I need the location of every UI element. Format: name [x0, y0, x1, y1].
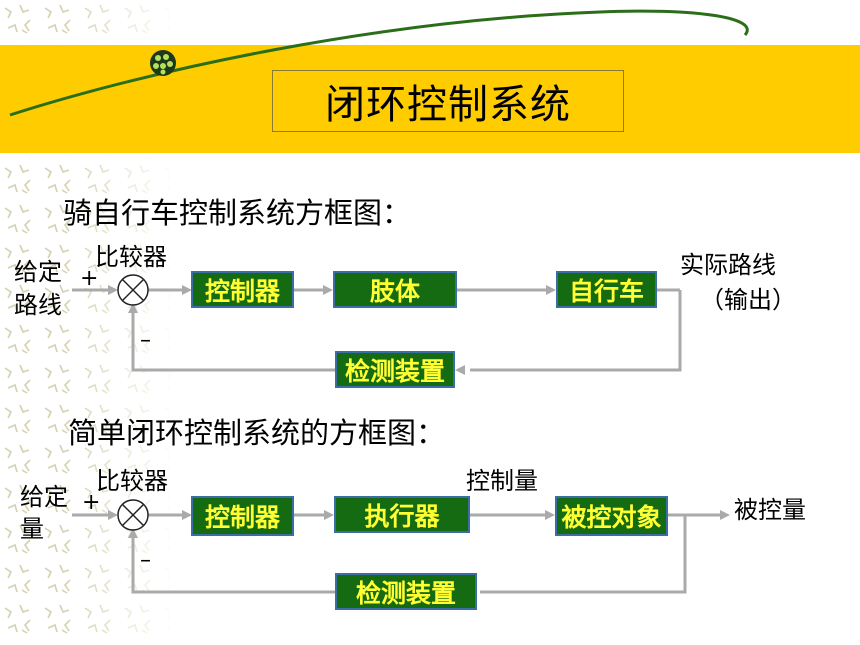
section1-minus-sign: – [140, 328, 151, 353]
section1-input-label-line2: 路线 [14, 291, 62, 319]
section2-plus-sign: + [82, 490, 101, 515]
section2-input-label-line1: 给定 [20, 483, 68, 511]
comparator2-icon [117, 499, 149, 531]
feedback-sensor-block-2: 检测装置 [335, 573, 477, 610]
slide-title: 闭环控制系统 [325, 82, 571, 128]
diagram2-arrowheads [108, 510, 730, 538]
section1-output-label-line2: （输出） [700, 286, 796, 314]
diagram2-connectors [72, 513, 722, 594]
section2-comparator-label: 比较器 [96, 467, 168, 495]
section1-output-label-line1: 实际路线 [680, 251, 776, 279]
controlled-object-block: 被控对象 [555, 496, 668, 536]
control-variable-label: 控制量 [466, 467, 538, 495]
section2-input-label-line2: 量 [20, 515, 44, 543]
section1-heading: 骑自行车控制系统方框图： [63, 196, 412, 230]
section1-plus-sign: + [80, 266, 99, 291]
section2-heading: 简单闭环控制系统的方框图： [68, 416, 446, 450]
section1-comparator-label: 比较器 [95, 243, 167, 271]
controlled-variable-label: 被控量 [734, 496, 806, 524]
slide-title-box: 闭环控制系统 [272, 70, 624, 132]
feedback-sensor-block-1: 检测装置 [335, 351, 455, 388]
limb-block: 肢体 [333, 271, 457, 308]
section1-input-label-line1: 给定 [14, 258, 62, 286]
comparator1-icon [117, 274, 149, 306]
bicycle-block: 自行车 [556, 271, 657, 308]
bullet-ball-icon [150, 50, 176, 76]
swoosh-line [9, 9, 749, 117]
actuator-block: 执行器 [334, 496, 470, 533]
controller-block-2: 控制器 [191, 496, 294, 536]
section2-minus-sign: – [140, 548, 151, 573]
diagram1-arrowheads [108, 285, 556, 375]
controller-block: 控制器 [191, 271, 294, 308]
diagram1-connectors [72, 288, 682, 372]
title-banner [0, 45, 860, 153]
